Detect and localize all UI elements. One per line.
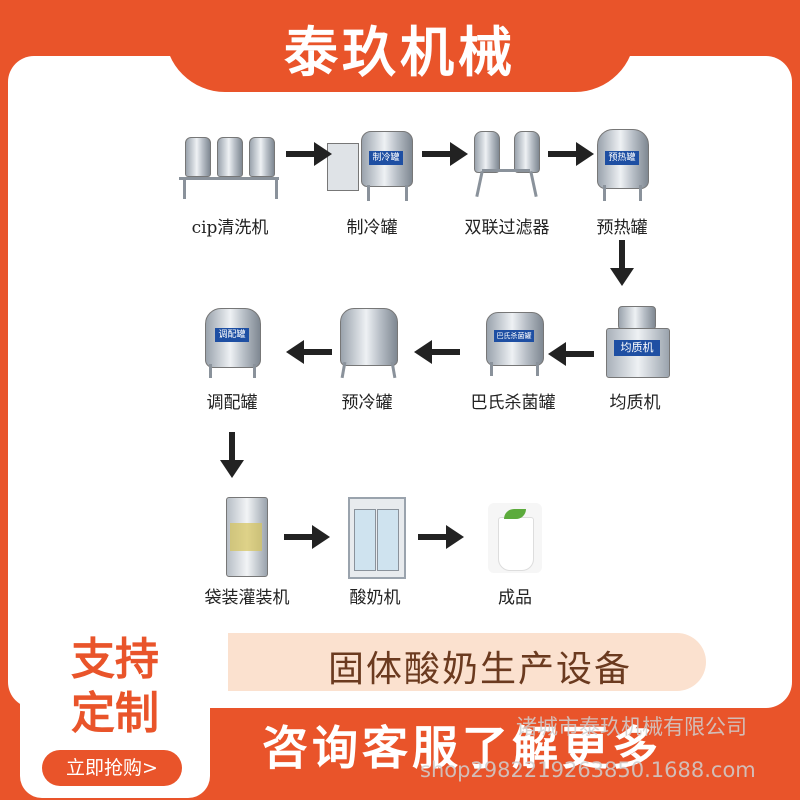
node-label: 袋装灌装机 bbox=[204, 588, 290, 608]
node-yogurt-machine: 酸奶机 bbox=[300, 495, 450, 608]
arrow-right-icon bbox=[418, 525, 464, 549]
bag-filler-image bbox=[192, 495, 302, 577]
node-label: 酸奶机 bbox=[349, 588, 401, 608]
header-banner bbox=[165, 0, 635, 92]
arrow-left-icon bbox=[548, 342, 594, 366]
subtitle: 固体酸奶生产设备 bbox=[328, 649, 633, 690]
node-label: 制冷罐 bbox=[346, 218, 398, 238]
node-label: cip清洗机 bbox=[191, 218, 269, 238]
badge-line-1: 支持 bbox=[71, 634, 159, 685]
badge-line-2: 定制 bbox=[71, 688, 159, 739]
yogurt-machine-image bbox=[320, 495, 430, 579]
node-label: 预热罐 bbox=[596, 218, 648, 238]
node-label: 均质机 bbox=[609, 393, 661, 413]
page-title: 泰玖机械 bbox=[284, 21, 516, 84]
precooling-tank-image bbox=[312, 300, 422, 380]
homogenizer-tag: 均质机 bbox=[614, 340, 660, 356]
dual-filter-image bbox=[452, 125, 562, 205]
node-precooling-tank: 预冷罐 bbox=[292, 300, 442, 413]
node-label: 巴氏杀菌罐 bbox=[470, 393, 556, 413]
node-finished-product: 成品 bbox=[440, 495, 590, 608]
node-label: 预冷罐 bbox=[341, 393, 393, 413]
consult-service-text: 咨询客服了解更多 bbox=[262, 721, 662, 775]
node-preheat-tank: 预热罐 预热罐 bbox=[547, 125, 697, 238]
node-cooling-tank: 制冷罐 制冷罐 bbox=[297, 125, 447, 238]
arrow-right-icon bbox=[422, 142, 468, 166]
node-dual-filter: 双联过滤器 bbox=[432, 125, 582, 238]
arrow-left-icon bbox=[286, 340, 332, 364]
node-label: 调配罐 bbox=[206, 393, 258, 413]
mixing-tank-image: 调配罐 bbox=[177, 300, 287, 380]
watermark-site: shop2982219263850.1688.com bbox=[420, 758, 756, 782]
watermark-company: 诸城市泰玖机械有限公司 bbox=[516, 715, 747, 739]
arrow-right-icon bbox=[286, 142, 332, 166]
homogenizer-image: 均质机 bbox=[580, 300, 690, 380]
node-mixing-tank: 调配罐 调配罐 bbox=[157, 300, 307, 413]
yogurt-glass-image bbox=[460, 495, 570, 575]
mixing-tag: 调配罐 bbox=[215, 328, 249, 342]
preheat-tag: 预热罐 bbox=[605, 151, 639, 165]
node-label: 成品 bbox=[498, 588, 532, 608]
node-pasteurizer: 巴氏杀菌罐 巴氏杀菌罐 bbox=[438, 300, 588, 413]
arrow-right-icon bbox=[548, 142, 594, 166]
node-cip-washer: cip清洗机 bbox=[155, 125, 305, 238]
pasteur-tag: 巴氏杀菌罐 bbox=[494, 330, 534, 342]
buy-now-button[interactable]: 立即抢购> bbox=[42, 750, 182, 786]
arrow-down-icon bbox=[220, 432, 244, 478]
cip-washer-image bbox=[175, 125, 285, 205]
arrow-left-icon bbox=[414, 340, 460, 364]
node-homogenizer: 均质机 均质机 bbox=[560, 300, 710, 413]
cooling-tag: 制冷罐 bbox=[369, 151, 403, 165]
preheat-tank-image: 预热罐 bbox=[567, 125, 677, 205]
arrow-right-icon bbox=[284, 525, 330, 549]
pasteurizer-image: 巴氏杀菌罐 bbox=[458, 300, 568, 380]
node-bag-filler: 袋装灌装机 bbox=[172, 495, 322, 608]
node-label: 双联过滤器 bbox=[464, 218, 550, 238]
cooling-tank-image: 制冷罐 bbox=[317, 125, 427, 205]
arrow-down-icon bbox=[610, 240, 634, 286]
subtitle-band bbox=[228, 633, 706, 691]
